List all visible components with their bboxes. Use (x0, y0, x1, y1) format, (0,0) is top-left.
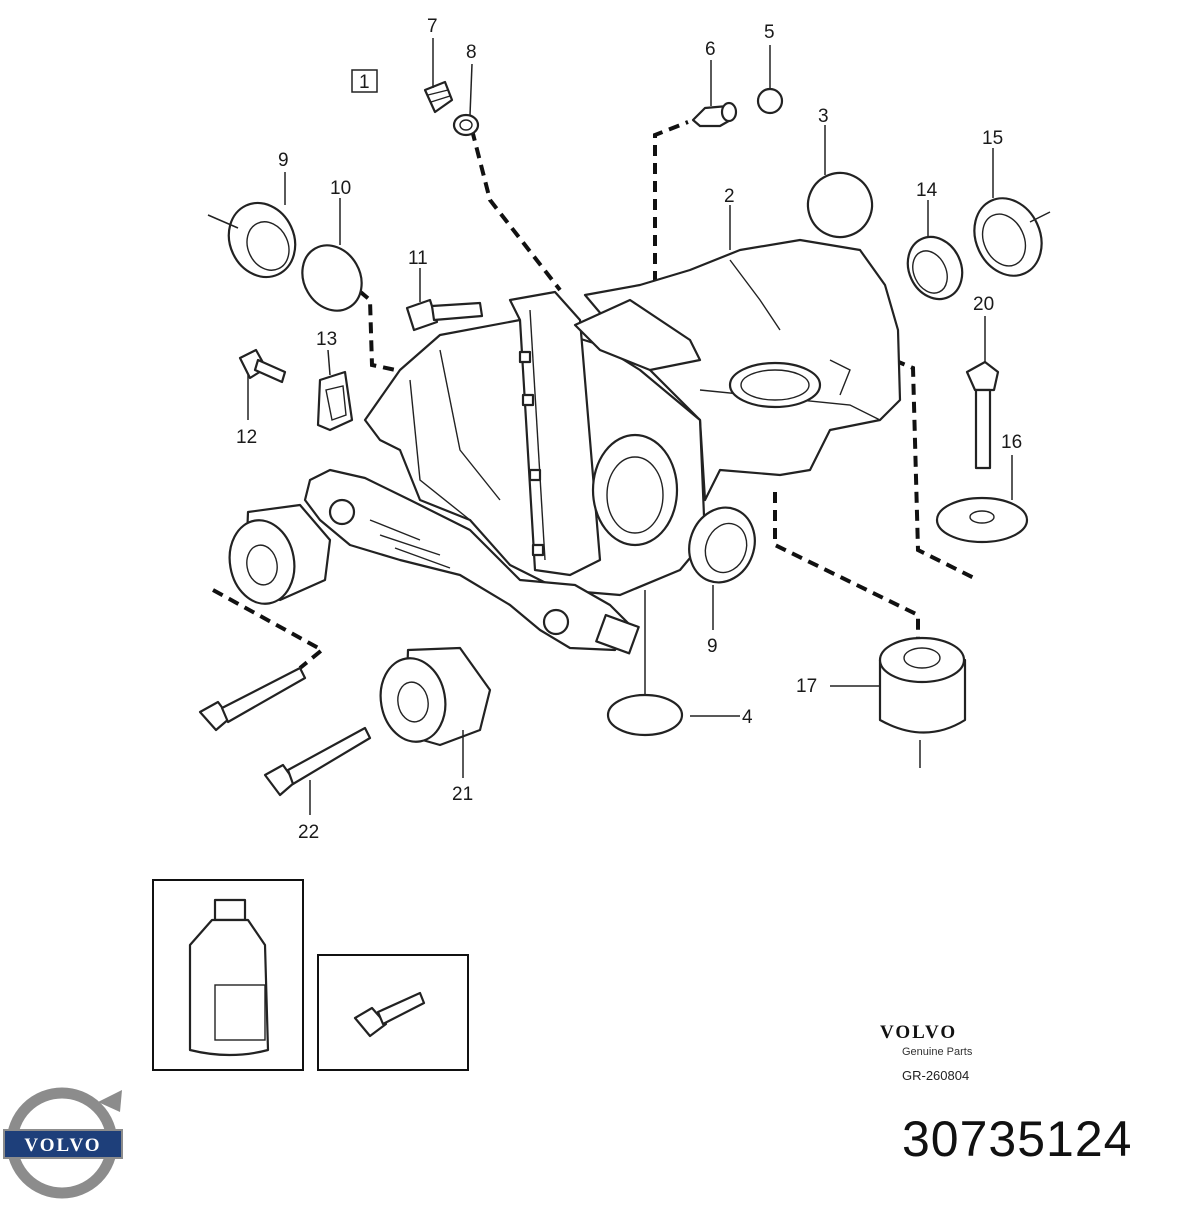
callout-12: 12 (236, 427, 257, 448)
bolt-lower-left (198, 666, 307, 732)
callout-20: 20 (973, 294, 994, 315)
seal-ring-right (973, 197, 1051, 277)
long-bolt-20 (965, 360, 1000, 470)
callout-4: 4 (742, 707, 753, 728)
breather-vent (691, 101, 738, 128)
seal-ring-lower (688, 506, 756, 584)
bearing-ring (906, 235, 964, 301)
callout-9-lower: 9 (707, 636, 718, 657)
callout-1: 1 (359, 72, 370, 93)
genuine-parts-label: Genuine Parts (902, 1046, 973, 1058)
callout-16: 16 (1001, 432, 1022, 453)
vent-cap (756, 87, 784, 115)
inset-box-19 (317, 954, 469, 1071)
callout-11: 11 (408, 248, 428, 269)
diagram-code: GR-260804 (902, 1068, 970, 1083)
rear-axle-carrier-assembly (303, 238, 902, 655)
part-number: 30735124 (902, 1111, 1133, 1167)
volvo-logo: VOLVO (3, 1087, 123, 1199)
callout-6: 6 (705, 39, 716, 60)
rubber-bushing-left (228, 503, 332, 605)
leader-lines (247, 38, 1013, 815)
rubber-bushing-21 (379, 646, 492, 747)
callout-9-upper: 9 (278, 150, 289, 171)
callout-5: 5 (764, 22, 775, 43)
cover-plate-top (806, 171, 874, 239)
callout-21: 21 (452, 784, 473, 805)
callout-2: 2 (724, 186, 735, 207)
logo-band (3, 1129, 123, 1159)
large-washer (935, 496, 1029, 544)
bolt-12 (238, 348, 287, 384)
callout-7: 7 (427, 16, 438, 37)
callout-17: 17 (796, 676, 817, 697)
bolt-icon (353, 991, 426, 1038)
oil-bottle-icon (188, 898, 270, 1057)
o-ring (301, 244, 363, 312)
bolt-11 (405, 298, 484, 332)
seal-ring-left (207, 201, 297, 279)
logo-word: VOLVO (24, 1135, 101, 1156)
genuine-brand-word: VOLVO (880, 1022, 958, 1043)
callout-8: 8 (466, 42, 477, 63)
sealing-washer (452, 113, 480, 137)
genuine-parts-block: VOLVO Genuine Parts GR-260804 (880, 1022, 1000, 1083)
drain-plug (423, 80, 454, 114)
logo-arrow-icon (98, 1090, 122, 1112)
callout-22: 22 (298, 822, 319, 843)
callout-14: 14 (916, 180, 938, 201)
cover-plate-bottom (606, 693, 684, 737)
rubber-bushing-17 (878, 636, 967, 768)
callout-13: 13 (316, 329, 337, 350)
inset-box-18 (152, 879, 304, 1071)
callout-15: 15 (982, 128, 1003, 149)
callout-10: 10 (330, 178, 351, 199)
retaining-clip (316, 370, 354, 432)
callout-box-1 (351, 69, 378, 93)
bolt-22 (263, 726, 372, 797)
callout-3: 3 (818, 106, 829, 127)
